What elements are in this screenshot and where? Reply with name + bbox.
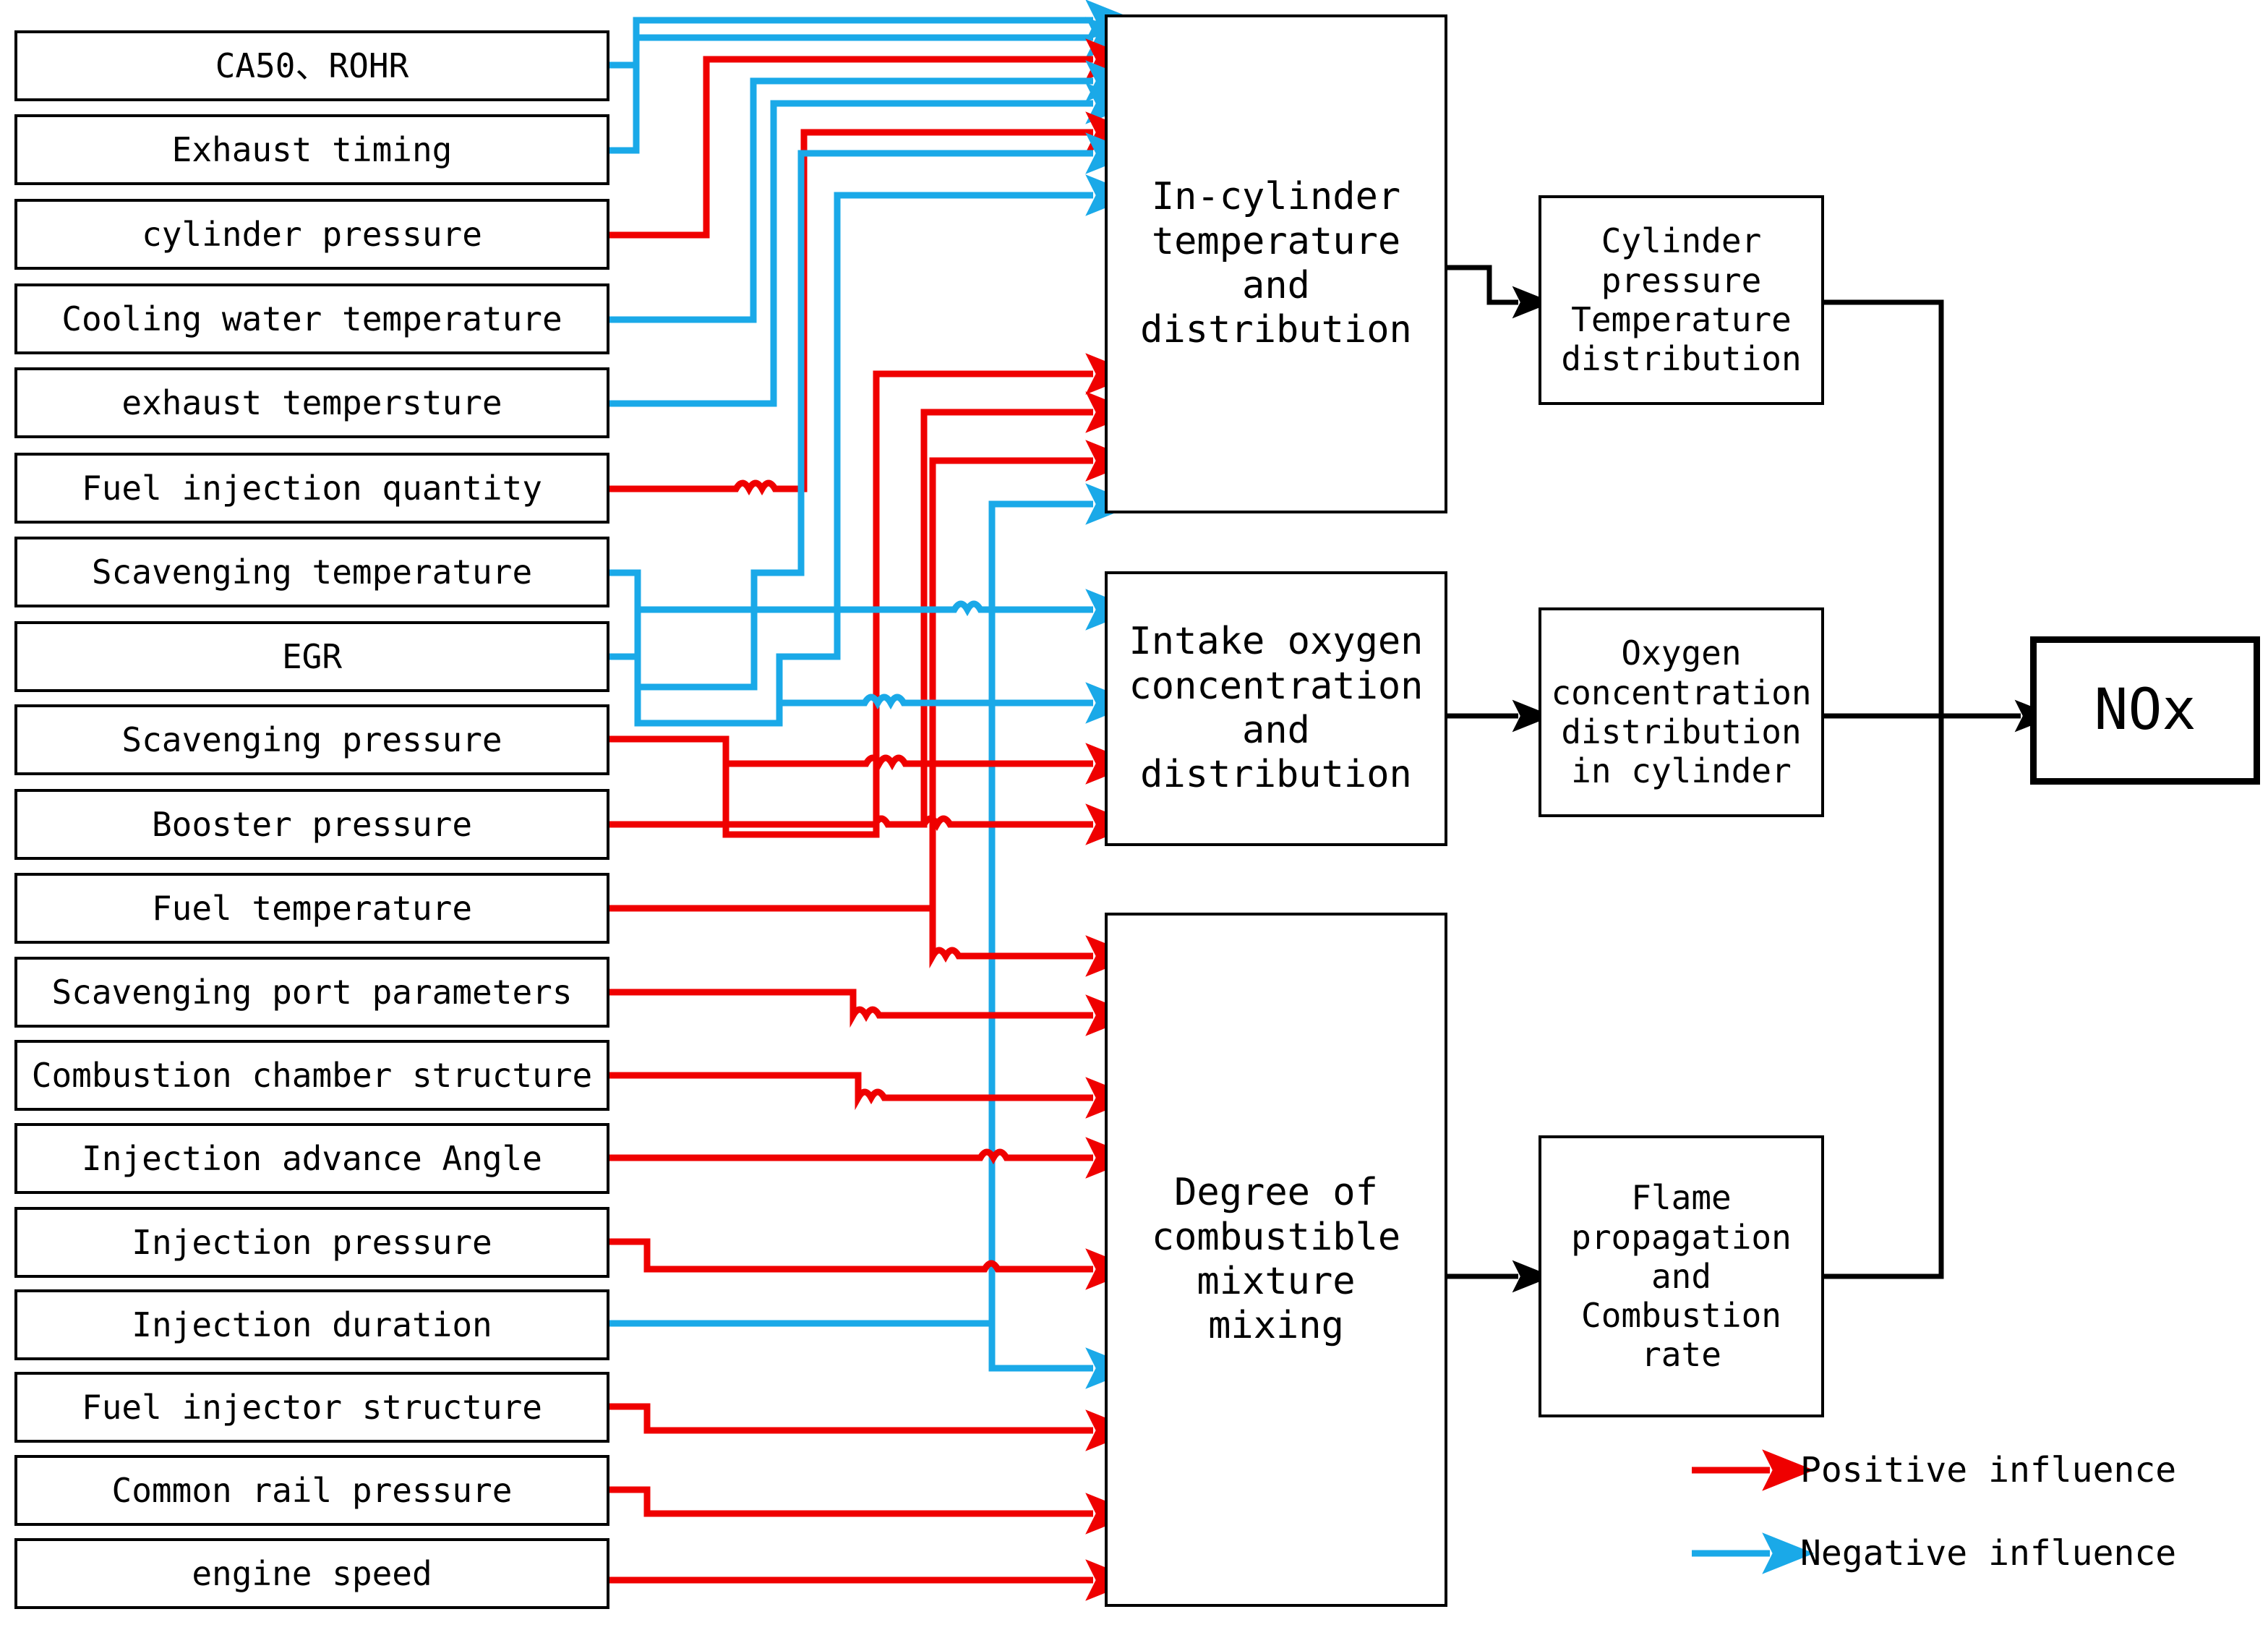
input-label: Exhaust timing xyxy=(171,129,453,169)
state-label: Flame propagation and Combustion rate xyxy=(1571,1178,1792,1375)
edge-fuel-injector-structure-to-mixing xyxy=(609,1403,1138,1451)
edge-fuel-temperature-to-in-cylinder xyxy=(609,440,1138,912)
input-label: Fuel injector structure xyxy=(82,1387,542,1427)
input-box-injection-advance-angle[interactable]: Injection advance Angle xyxy=(14,1123,609,1194)
input-box-common-rail-pressure[interactable]: Common rail pressure xyxy=(14,1455,609,1526)
edge-exhaust-temp-to-in-cylinder xyxy=(609,82,1138,407)
input-box-fuel-injection-quantity[interactable]: Fuel injection quantity xyxy=(14,453,609,524)
process-box-intake-oxygen-concentration[interactable]: Intake oxygen concentration and distribu… xyxy=(1105,571,1447,846)
input-label: Booster pressure xyxy=(151,804,473,844)
input-label: cylinder pressure xyxy=(142,214,482,254)
input-label: Common rail pressure xyxy=(111,1470,513,1510)
output-box-nox[interactable]: NOx xyxy=(2030,636,2260,785)
input-box-egr[interactable]: EGR xyxy=(14,621,609,692)
edge-injection-pressure-to-mixing xyxy=(609,1238,1138,1290)
process-box-in-cylinder-temperature[interactable]: In-cylinder temperature and distribution xyxy=(1105,14,1447,513)
edge-common-rail-pressure-to-mixing xyxy=(609,1486,1138,1535)
edge-scavenging-pressure-to-intake-oxygen xyxy=(726,743,1138,785)
input-label: Scavenging pressure xyxy=(121,720,502,759)
state-label: Cylinder pressure Temperature distributi… xyxy=(1561,221,1802,379)
input-label: engine speed xyxy=(192,1553,432,1593)
edge-fuel-injection-qty-to-in-cylinder xyxy=(609,111,1138,496)
input-label: Injection duration xyxy=(132,1305,492,1344)
edge-booster-pressure-to-intake-oxygen xyxy=(609,803,1138,845)
input-box-injection-pressure[interactable]: Injection pressure xyxy=(14,1207,609,1278)
input-label: Injection pressure xyxy=(132,1222,492,1262)
input-box-injection-duration[interactable]: Injection duration xyxy=(14,1289,609,1360)
legend-label-negative: Negative influence xyxy=(1800,1533,2177,1574)
process-label: Degree of combustible mixture mixing xyxy=(1151,1171,1401,1348)
input-label: Scavenging port parameters xyxy=(51,972,573,1012)
state-box-cylinder-pressure-temperature-distribution[interactable]: Cylinder pressure Temperature distributi… xyxy=(1539,195,1824,405)
edge-injection-duration-to-in-cylinder xyxy=(609,483,1138,1327)
process-box-degree-of-mixture-mixing[interactable]: Degree of combustible mixture mixing xyxy=(1105,913,1447,1607)
edge-egr-to-intake-oxygen xyxy=(779,682,1138,724)
input-box-combustion-chamber-structure[interactable]: Combustion chamber structure xyxy=(14,1040,609,1111)
state-box-flame-propagation-combustion-rate[interactable]: Flame propagation and Combustion rate xyxy=(1539,1135,1824,1417)
input-box-cylinder-pressure[interactable]: cylinder pressure xyxy=(14,199,609,270)
process-label: In-cylinder temperature and distribution xyxy=(1140,175,1412,352)
input-box-scavenging-pressure[interactable]: Scavenging pressure xyxy=(14,704,609,775)
edge-fuel-temperature-to-mixing xyxy=(929,908,1138,977)
input-box-fuel-injector-structure[interactable]: Fuel injector structure xyxy=(14,1372,609,1443)
input-label: exhaust tempersture xyxy=(121,383,502,422)
input-box-cooling-water-temperature[interactable]: Cooling water temperature xyxy=(14,283,609,354)
edge-exhaust-timing-to-in-cylinder xyxy=(609,17,1138,154)
input-box-scavenging-port-parameters[interactable]: Scavenging port parameters xyxy=(14,957,609,1028)
edge-injection-duration-to-mixing xyxy=(988,1323,1138,1389)
input-box-ca50-rohr[interactable]: CA50、ROHR xyxy=(14,30,609,101)
edge-egr-to-in-cylinder xyxy=(609,174,1138,727)
edge-cylinder-pressure-to-in-cylinder xyxy=(609,38,1138,239)
output-label: NOx xyxy=(2094,678,2196,743)
state-bus-line xyxy=(1824,299,1944,1279)
input-label: Scavenging temperature xyxy=(91,552,533,592)
input-box-fuel-temperature[interactable]: Fuel temperature xyxy=(14,873,609,944)
input-box-exhaust-timing[interactable]: Exhaust timing xyxy=(14,114,609,185)
input-label: Cooling water temperature xyxy=(61,299,562,338)
process-label: Intake oxygen concentration and distribu… xyxy=(1129,620,1424,797)
state-label: Oxygen concentration distribution in cyl… xyxy=(1551,633,1812,791)
state-box-oxygen-concentration-distribution-in-cylinder[interactable]: Oxygen concentration distribution in cyl… xyxy=(1539,607,1824,817)
legend-label-positive: Positive influence xyxy=(1800,1450,2177,1490)
input-box-exhaust-tempersture[interactable]: exhaust tempersture xyxy=(14,367,609,438)
edge-scavenging-temp-to-in-cylinder xyxy=(609,132,1138,691)
edge-scavenging-pressure-to-in-cylinder xyxy=(609,353,1138,838)
input-label: Injection advance Angle xyxy=(82,1138,542,1178)
input-label: Fuel temperature xyxy=(151,888,473,928)
edge-in-cylinder-to-cyl-pressure-state xyxy=(1446,265,1553,319)
edge-scavenging-temp-to-intake-oxygen xyxy=(638,589,1138,631)
input-label: Fuel injection quantity xyxy=(82,468,542,508)
input-box-engine-speed[interactable]: engine speed xyxy=(14,1538,609,1609)
input-box-booster-pressure[interactable]: Booster pressure xyxy=(14,789,609,860)
input-label: Combustion chamber structure xyxy=(31,1055,593,1095)
edge-cooling-water-to-in-cylinder xyxy=(609,60,1138,323)
input-box-scavenging-temperature[interactable]: Scavenging temperature xyxy=(14,537,609,607)
edge-injection-advance-to-mixing xyxy=(609,1137,1138,1179)
edge-combustion-chamber-to-mixing xyxy=(609,1072,1138,1119)
input-label: EGR xyxy=(281,636,343,676)
input-label: CA50、ROHR xyxy=(215,46,409,85)
edge-scavenging-port-to-mixing xyxy=(609,989,1138,1036)
